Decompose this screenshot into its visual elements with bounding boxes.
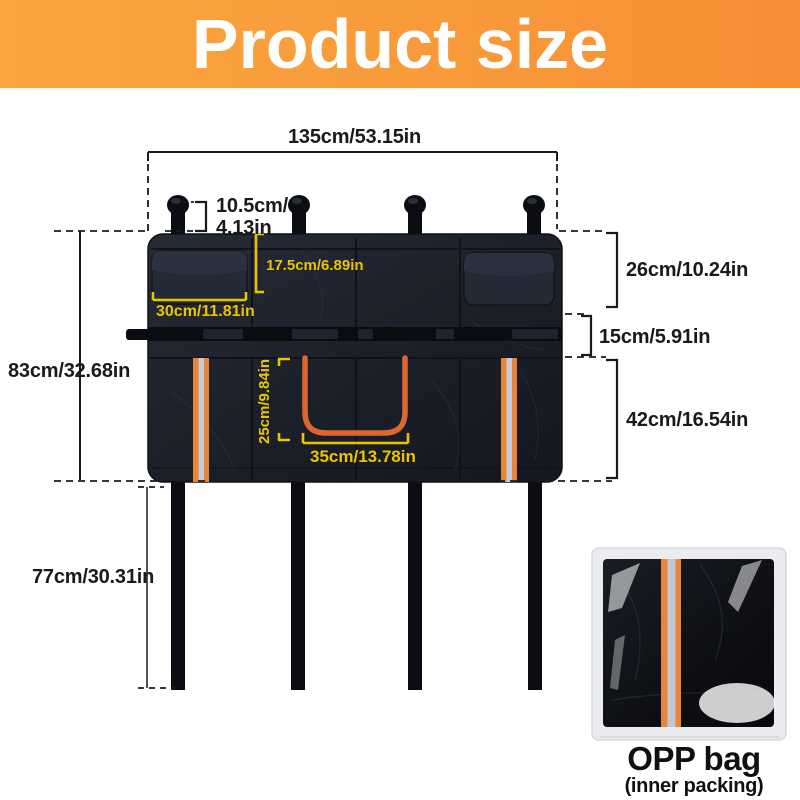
dim-upper-section-height-label: 26cm/10.24in	[626, 259, 749, 281]
dim-side-pocket-width-label: 30cm/11.81in	[156, 303, 255, 320]
flap-pockets	[151, 250, 555, 306]
reflective-strips	[193, 358, 517, 482]
page-title: Product size	[191, 5, 609, 83]
dim-total-height-label: 83cm/32.68in	[8, 360, 131, 382]
opp-bag-subtitle: (inner packing)	[624, 775, 764, 797]
dimension-lines-yellow	[151, 232, 410, 445]
leg-straps	[171, 482, 542, 690]
hanging-strap-hooks	[167, 195, 545, 238]
dim-side-pocket-height-label: 17.5cm/6.89in	[266, 257, 364, 274]
dim-lower-section-height-label: 42cm/16.54in	[626, 409, 749, 431]
u-shaped-zipper-icon	[302, 355, 408, 436]
bag-illustration	[126, 195, 563, 690]
header-banner: Product size	[0, 0, 800, 88]
dim-total-width-label: 135cm/53.15in	[288, 126, 422, 148]
dim-leg-strap-length-label: 77cm/30.31in	[32, 566, 155, 588]
dim-zipper-opening-height-label: 25cm/9.84in	[256, 358, 273, 444]
dimension-lines-black	[54, 151, 619, 689]
opp-bag-photo	[591, 547, 787, 741]
adjustment-strap	[126, 327, 562, 341]
dim-zipper-opening-width-label: 35cm/13.78in	[310, 447, 416, 466]
bag-seams	[150, 238, 560, 480]
dim-middle-section-height-label: 15cm/5.91in	[599, 326, 711, 348]
dim-strap-hook-height-label: 10.5cm/4.13in	[216, 195, 288, 240]
opp-bag-title: OPP bag	[627, 740, 761, 777]
